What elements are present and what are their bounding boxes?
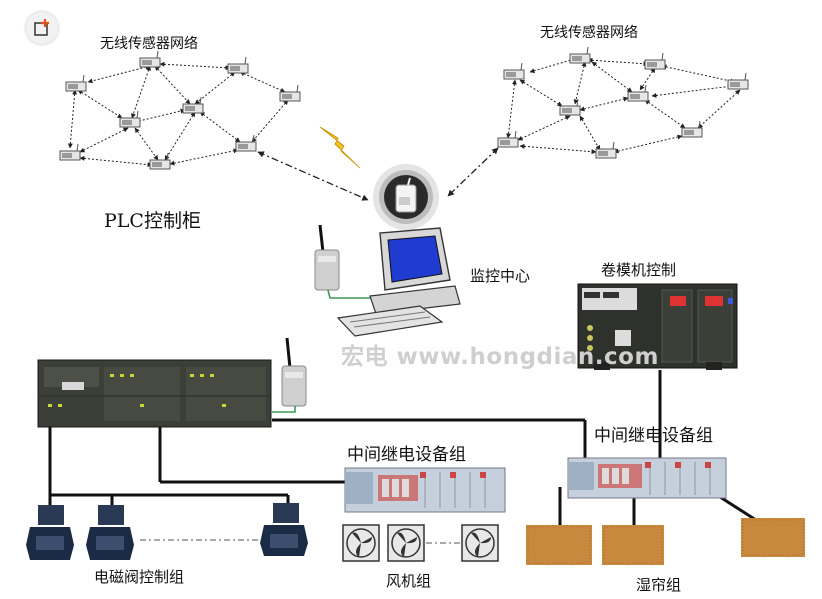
sensor-node-icon (227, 56, 249, 74)
fan-group-label: 风机组 (386, 572, 432, 590)
wsn-right-label: 无线传感器网络 (540, 25, 638, 41)
sensor-node-icon (235, 134, 257, 152)
fan-icon (342, 524, 380, 562)
wet-curtain-pad (602, 525, 664, 565)
relay-group-right-label: 中间继电设备组 (594, 426, 713, 446)
gateway-links (257, 147, 499, 201)
watermark: 宏电 www.hongdian.com (341, 344, 659, 370)
wireless-gateway-icon (373, 164, 439, 230)
sensor-node-icon (681, 120, 703, 138)
relay-group-mid-label: 中间继电设备组 (347, 445, 466, 465)
wireless-modem-icon (281, 337, 307, 407)
plc-rack-icon (37, 359, 272, 428)
monitor-center-label: 监控中心 (470, 267, 531, 285)
sensor-node-icon (149, 152, 171, 170)
lightning-icon (319, 126, 361, 169)
sensor-node-icon (139, 50, 161, 68)
film-controller-icon (577, 283, 738, 370)
sensor-node-icon (559, 98, 581, 116)
sensor-node-icon (595, 141, 617, 159)
fan-icon (461, 524, 499, 562)
solenoid-valve-icon (26, 505, 74, 560)
sensor-node-icon (569, 46, 591, 64)
sensor-node-icon (65, 74, 87, 92)
modem-cable (272, 406, 296, 413)
relay-module-icon (567, 457, 727, 499)
modem-cable (327, 289, 372, 299)
share-icon[interactable] (26, 12, 58, 44)
valve-group-label: 电磁阀控制组 (94, 568, 185, 586)
fan-icon (387, 524, 425, 562)
sensor-node-icon (497, 130, 519, 148)
sensor-node-icon (644, 52, 666, 70)
sensor-node-icon (119, 110, 141, 128)
relay-module-icon (344, 467, 506, 513)
computer-icon (336, 227, 461, 337)
wsn-right-nodes (497, 46, 749, 159)
plc-cabinet-label: PLC控制柜 (104, 210, 201, 232)
wsn-left-label: 无线传感器网络 (100, 36, 198, 52)
sensor-node-icon (279, 84, 301, 102)
wet-curtain-group-label: 湿帘组 (636, 576, 682, 594)
sensor-node-icon (627, 84, 649, 102)
film-control-label: 卷模机控制 (601, 261, 677, 279)
sensor-node-icon (727, 72, 749, 90)
wireless-modem-icon (314, 224, 340, 291)
wet-curtain-pad (741, 518, 805, 557)
wsn-left-nodes (59, 50, 301, 170)
solenoid-valve-icon (86, 505, 134, 560)
wsn-right-links (506, 56, 741, 155)
wsn-left-links (67, 61, 289, 168)
sensor-node-icon (503, 62, 525, 80)
wet-curtain-pad (526, 525, 592, 565)
solenoid-valve-icon (260, 503, 308, 556)
